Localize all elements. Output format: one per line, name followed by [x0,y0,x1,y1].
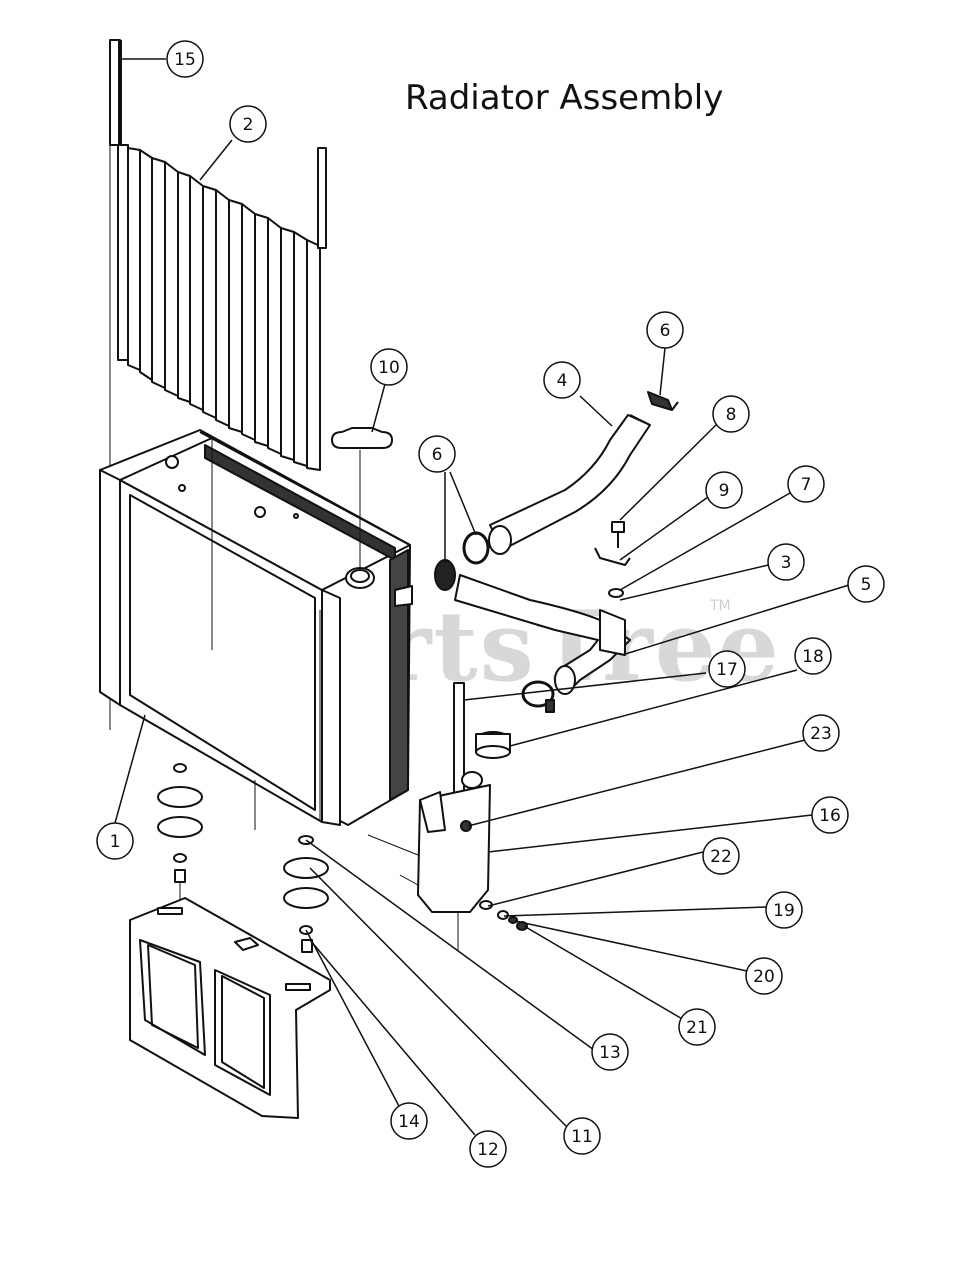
callout-16: 16 [811,796,849,834]
svg-text:19: 19 [773,901,795,921]
callout-17: 17 [708,650,746,688]
svg-text:6: 6 [660,321,671,341]
svg-text:9: 9 [719,481,730,501]
callout-7: 7 [787,465,825,503]
callout-6-left: 6 [418,435,456,473]
svg-text:2: 2 [243,115,254,135]
callout-10: 10 [370,348,408,386]
radiator-cap-part [331,427,393,570]
svg-text:12: 12 [477,1140,499,1160]
callout-13: 13 [591,1033,629,1071]
upper-hose-part [488,414,651,555]
small-hardware-part [479,900,528,931]
svg-text:14: 14 [398,1112,420,1132]
svg-text:3: 3 [781,553,792,573]
mounting-bracket-part [129,897,331,1119]
radiator-core-part [99,429,413,830]
coolant-reservoir-part [367,682,511,950]
svg-text:16: 16 [819,806,841,826]
callout-9: 9 [705,471,743,509]
trademark-mark: TM [710,598,731,614]
svg-text:5: 5 [861,575,872,595]
callout-4: 4 [543,361,581,399]
callout-19: 19 [765,891,803,929]
svg-text:20: 20 [753,967,775,987]
svg-text:11: 11 [571,1127,593,1147]
callout-22: 22 [702,837,740,875]
svg-text:10: 10 [378,358,400,378]
svg-text:21: 21 [686,1018,708,1038]
svg-text:18: 18 [802,647,824,667]
callout-5: 5 [847,565,885,603]
callout-21: 21 [678,1008,716,1046]
isolator-stack-right-part [283,835,329,953]
lower-hose-part [454,574,631,695]
callout-1: 1 [96,822,134,860]
callout-6-top: 6 [646,311,684,349]
diagram-title: Radiator Assembly [405,78,724,118]
svg-text:7: 7 [801,475,812,495]
callout-3: 3 [767,543,805,581]
svg-text:13: 13 [599,1043,621,1063]
bolt-bracket-part [594,521,631,598]
callout-12: 12 [469,1130,507,1168]
svg-text:8: 8 [726,405,737,425]
corrugated-shroud-part [117,144,327,471]
hose-clamp-top-part [647,391,679,411]
svg-text:23: 23 [810,724,832,744]
isolator-stack-left-part [157,763,203,905]
hose-clamp-17-part [521,680,555,713]
callout-18: 18 [794,637,832,675]
callout-20: 20 [745,957,783,995]
callout-15: 15 [166,40,204,78]
svg-text:22: 22 [710,847,732,867]
svg-text:1: 1 [110,832,121,852]
svg-text:6: 6 [432,445,443,465]
callout-11: 11 [563,1117,601,1155]
callout-2: 2 [229,105,267,143]
svg-text:17: 17 [716,660,738,680]
svg-text:4: 4 [557,371,568,391]
callout-23: 23 [802,714,840,752]
callout-8: 8 [712,395,750,433]
callout-14: 14 [390,1102,428,1140]
callout-bubbles: 1 2 3 4 5 6 6 7 8 9 10 11 12 13 14 15 16… [96,40,885,1168]
svg-text:15: 15 [174,50,196,70]
leader-lines [114,58,850,1136]
